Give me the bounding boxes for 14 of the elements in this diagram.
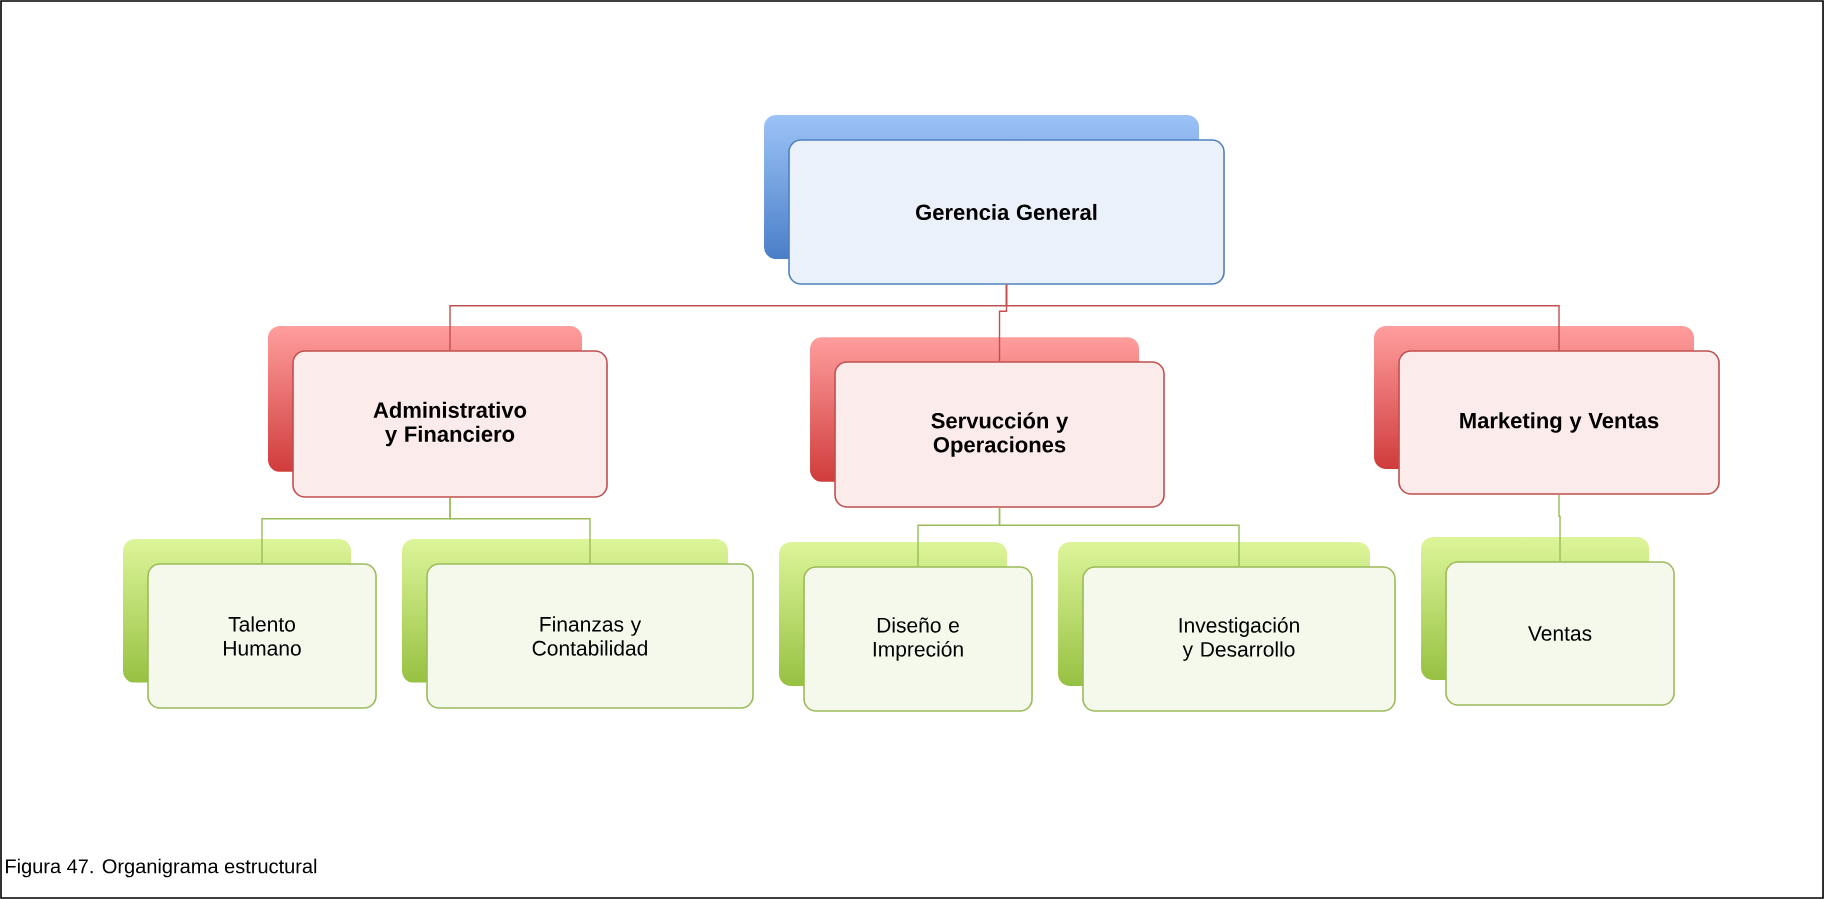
figure-caption: Figura 47. Organigrama estructural: [6, 858, 317, 878]
org-box: Finanzas y Contabilidad: [426, 563, 754, 709]
connector-line: [449, 497, 591, 564]
org-box: Diseño e Impreción: [803, 566, 1033, 712]
org-box: Marketing y Ventas: [1398, 350, 1720, 495]
connector-line: [1558, 494, 1561, 562]
connector-line: [998, 507, 1240, 567]
org-box: Talento Humano: [147, 563, 377, 709]
org-box: Ventas: [1445, 561, 1675, 706]
org-box: Servucción y Operaciones: [834, 361, 1165, 508]
connector-line: [1005, 284, 1560, 351]
org-box: Investigación y Desarrollo: [1082, 566, 1396, 712]
org-box: Administrativo y Financiero: [292, 350, 608, 498]
org-box: Gerencia General: [788, 139, 1225, 285]
